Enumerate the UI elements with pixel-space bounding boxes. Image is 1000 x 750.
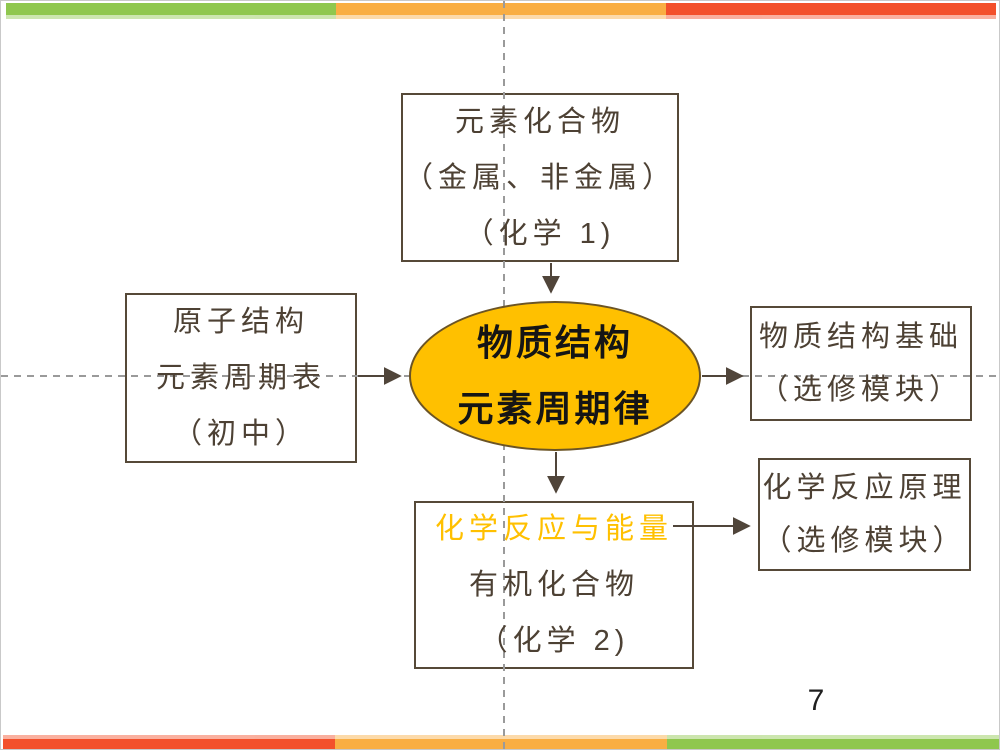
node-line: 原子结构 xyxy=(172,306,309,338)
node-line-highlighted: 化学反应与能量 xyxy=(434,513,673,545)
node-line: （选修模块） xyxy=(758,373,963,406)
top-bar-orange-segment xyxy=(335,3,666,15)
node-line: 有机化合物 xyxy=(468,569,639,601)
node-line: （化学 2) xyxy=(478,625,630,657)
node-structure-periodic-law-ellipse: 物质结构 元素周期律 xyxy=(409,301,701,451)
node-line: （初中） xyxy=(172,418,309,450)
ellipse-line: 物质结构 xyxy=(476,322,633,363)
bottom-color-bar xyxy=(3,739,999,749)
node-reaction-energy-organic: 化学反应与能量 有机化合物 （化学 2) xyxy=(414,501,694,669)
top-bar-red-segment xyxy=(665,3,996,15)
node-line: （金属、非金属） xyxy=(403,161,676,194)
page-number: 7 xyxy=(807,684,825,717)
node-structure-basics: 物质结构基础 （选修模块） xyxy=(750,306,972,421)
node-reaction-principles: 化学反应原理 （选修模块） xyxy=(758,458,971,571)
node-line: （化学 1) xyxy=(464,217,616,250)
top-color-bar xyxy=(6,3,996,15)
node-line: 元素周期表 xyxy=(155,362,326,394)
bottom-bar-red-segment xyxy=(3,739,335,749)
top-bar-green-segment xyxy=(6,3,336,15)
bottom-bar-orange-segment xyxy=(334,739,667,749)
node-element-compounds: 元素化合物 （金属、非金属） （化学 1) xyxy=(401,93,679,262)
top-color-bar-fringe xyxy=(6,15,996,19)
node-line: 化学反应原理 xyxy=(762,471,967,504)
bottom-color-bar-fringe xyxy=(3,735,999,739)
node-atomic-structure: 原子结构 元素周期表 （初中） xyxy=(125,293,357,463)
bottom-bar-green-segment xyxy=(666,739,999,749)
node-line: 物质结构基础 xyxy=(758,320,963,353)
node-line: （选修模块） xyxy=(762,524,967,557)
node-line: 元素化合物 xyxy=(454,105,625,138)
ellipse-line: 元素周期律 xyxy=(457,388,653,429)
